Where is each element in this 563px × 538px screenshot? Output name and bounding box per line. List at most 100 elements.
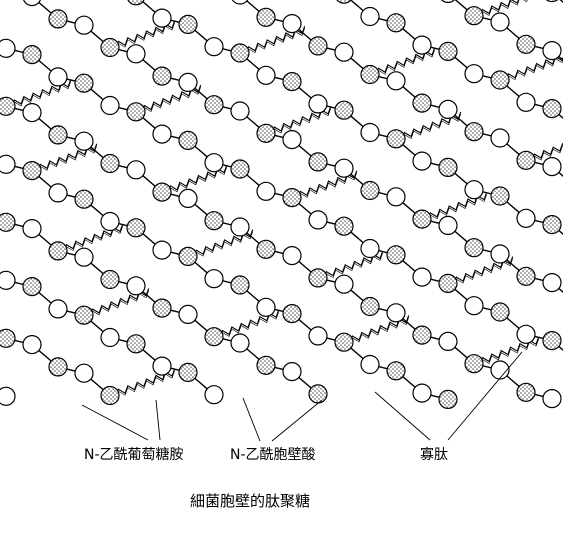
nag-residue	[0, 154, 16, 174]
nag-residue	[282, 130, 302, 150]
nag-residue	[204, 153, 224, 173]
nam-residue	[0, 96, 16, 116]
peptide-crosslink-helix	[369, 49, 435, 78]
nam-residue	[464, 122, 484, 142]
nam-residue	[360, 64, 380, 85]
nam-residue	[516, 382, 536, 402]
nag-residue	[230, 333, 250, 353]
nag-residue	[22, 335, 42, 355]
nag-residue	[542, 273, 562, 293]
nam-residue	[360, 180, 380, 201]
nam-residue	[490, 70, 510, 90]
leader-peptide-2	[447, 351, 523, 441]
nam-residue	[230, 43, 250, 63]
peptide-crosslink-helix	[135, 86, 201, 116]
nag-residue	[22, 219, 42, 239]
nam-residue	[334, 100, 354, 120]
peptide-crosslink-helix	[109, 370, 175, 399]
nam-residue	[74, 73, 94, 93]
nam-residue	[100, 153, 120, 174]
nag-residue	[204, 37, 224, 57]
peptidoglycan-lattice	[0, 0, 563, 409]
nam-residue	[178, 130, 198, 150]
nag-residue	[464, 296, 484, 316]
nag-residue	[22, 102, 42, 123]
nag-residue	[0, 38, 16, 58]
nag-residue	[48, 183, 68, 203]
nam-residue	[490, 186, 510, 206]
nam-residue	[282, 188, 302, 208]
nag-residue	[412, 267, 432, 287]
leader-nam-2	[271, 399, 323, 442]
nam-residue	[438, 157, 458, 177]
nag-residue	[126, 160, 146, 180]
nam-residue	[127, 0, 145, 6]
nam-residue	[152, 298, 172, 318]
nam-residue	[48, 241, 68, 261]
peptide-crosslink-helix	[473, 338, 539, 368]
nag-residue	[308, 210, 328, 230]
nam-residue	[336, 0, 352, 4]
nag-residue	[74, 363, 94, 383]
nag-residue	[464, 64, 484, 84]
peptide-crosslink-helix	[265, 108, 331, 137]
nam-residue	[22, 44, 42, 65]
nam-residue	[490, 302, 510, 322]
nam-residue	[126, 102, 146, 122]
nam-residue	[438, 389, 458, 409]
peptide-crosslink-helix	[161, 167, 227, 196]
nam-residue	[542, 215, 562, 235]
nag-residue	[231, 0, 249, 5]
peptide-crosslink-helix	[239, 28, 305, 57]
nag-residue	[100, 95, 120, 116]
nam-residue	[386, 245, 406, 265]
nam-residue	[48, 125, 68, 145]
nam-residue	[386, 13, 406, 33]
nag-residue	[386, 303, 406, 323]
leader-peptide-1	[374, 391, 431, 441]
leader-nam-1	[242, 397, 261, 442]
nag-residue	[0, 270, 16, 290]
nag-residue	[412, 35, 432, 55]
nag-residue	[308, 326, 328, 346]
peptide-crosslink-helix	[109, 22, 175, 51]
nag-residue	[516, 324, 536, 344]
nag-residue	[542, 40, 562, 61]
nam-residue	[0, 212, 16, 232]
label-nag: N-乙酰葡萄糖胺	[84, 447, 184, 463]
nag-residue	[0, 386, 16, 406]
label-nam: N-乙酰胞壁酸	[230, 447, 316, 463]
peptide-crosslink-helix	[187, 231, 253, 260]
nam-residue	[230, 275, 250, 295]
nag-residue	[438, 215, 458, 235]
nam-residue	[516, 34, 536, 54]
nam-residue	[48, 357, 68, 377]
nag-residue	[490, 12, 510, 32]
nam-residue	[308, 384, 328, 404]
nag-residue	[204, 269, 224, 289]
peptide-crosslink-helix	[473, 0, 528, 20]
nag-residue	[256, 181, 276, 201]
nag-residue	[282, 14, 302, 34]
nag-residue	[204, 385, 224, 405]
peptide-crosslink-helix	[31, 145, 97, 175]
nam-residue	[48, 9, 68, 29]
nam-residue	[282, 71, 302, 92]
nam-residue	[334, 332, 354, 352]
nag-residue	[490, 128, 510, 148]
peptide-crosslink-helix	[213, 311, 279, 341]
nag-residue	[516, 92, 536, 112]
nag-residue	[386, 71, 406, 91]
nag-residue	[152, 8, 172, 28]
nag-residue	[542, 389, 562, 409]
nag-residue	[464, 180, 484, 200]
nam-residue	[464, 6, 484, 26]
nag-residue	[334, 158, 354, 178]
peptide-crosslink-helix	[57, 225, 123, 255]
nag-residue	[178, 188, 198, 208]
nam-residue	[22, 161, 42, 181]
nag-residue	[74, 15, 94, 35]
nag-residue	[126, 276, 146, 296]
nam-residue	[74, 189, 94, 209]
nag-residue	[441, 0, 455, 3]
